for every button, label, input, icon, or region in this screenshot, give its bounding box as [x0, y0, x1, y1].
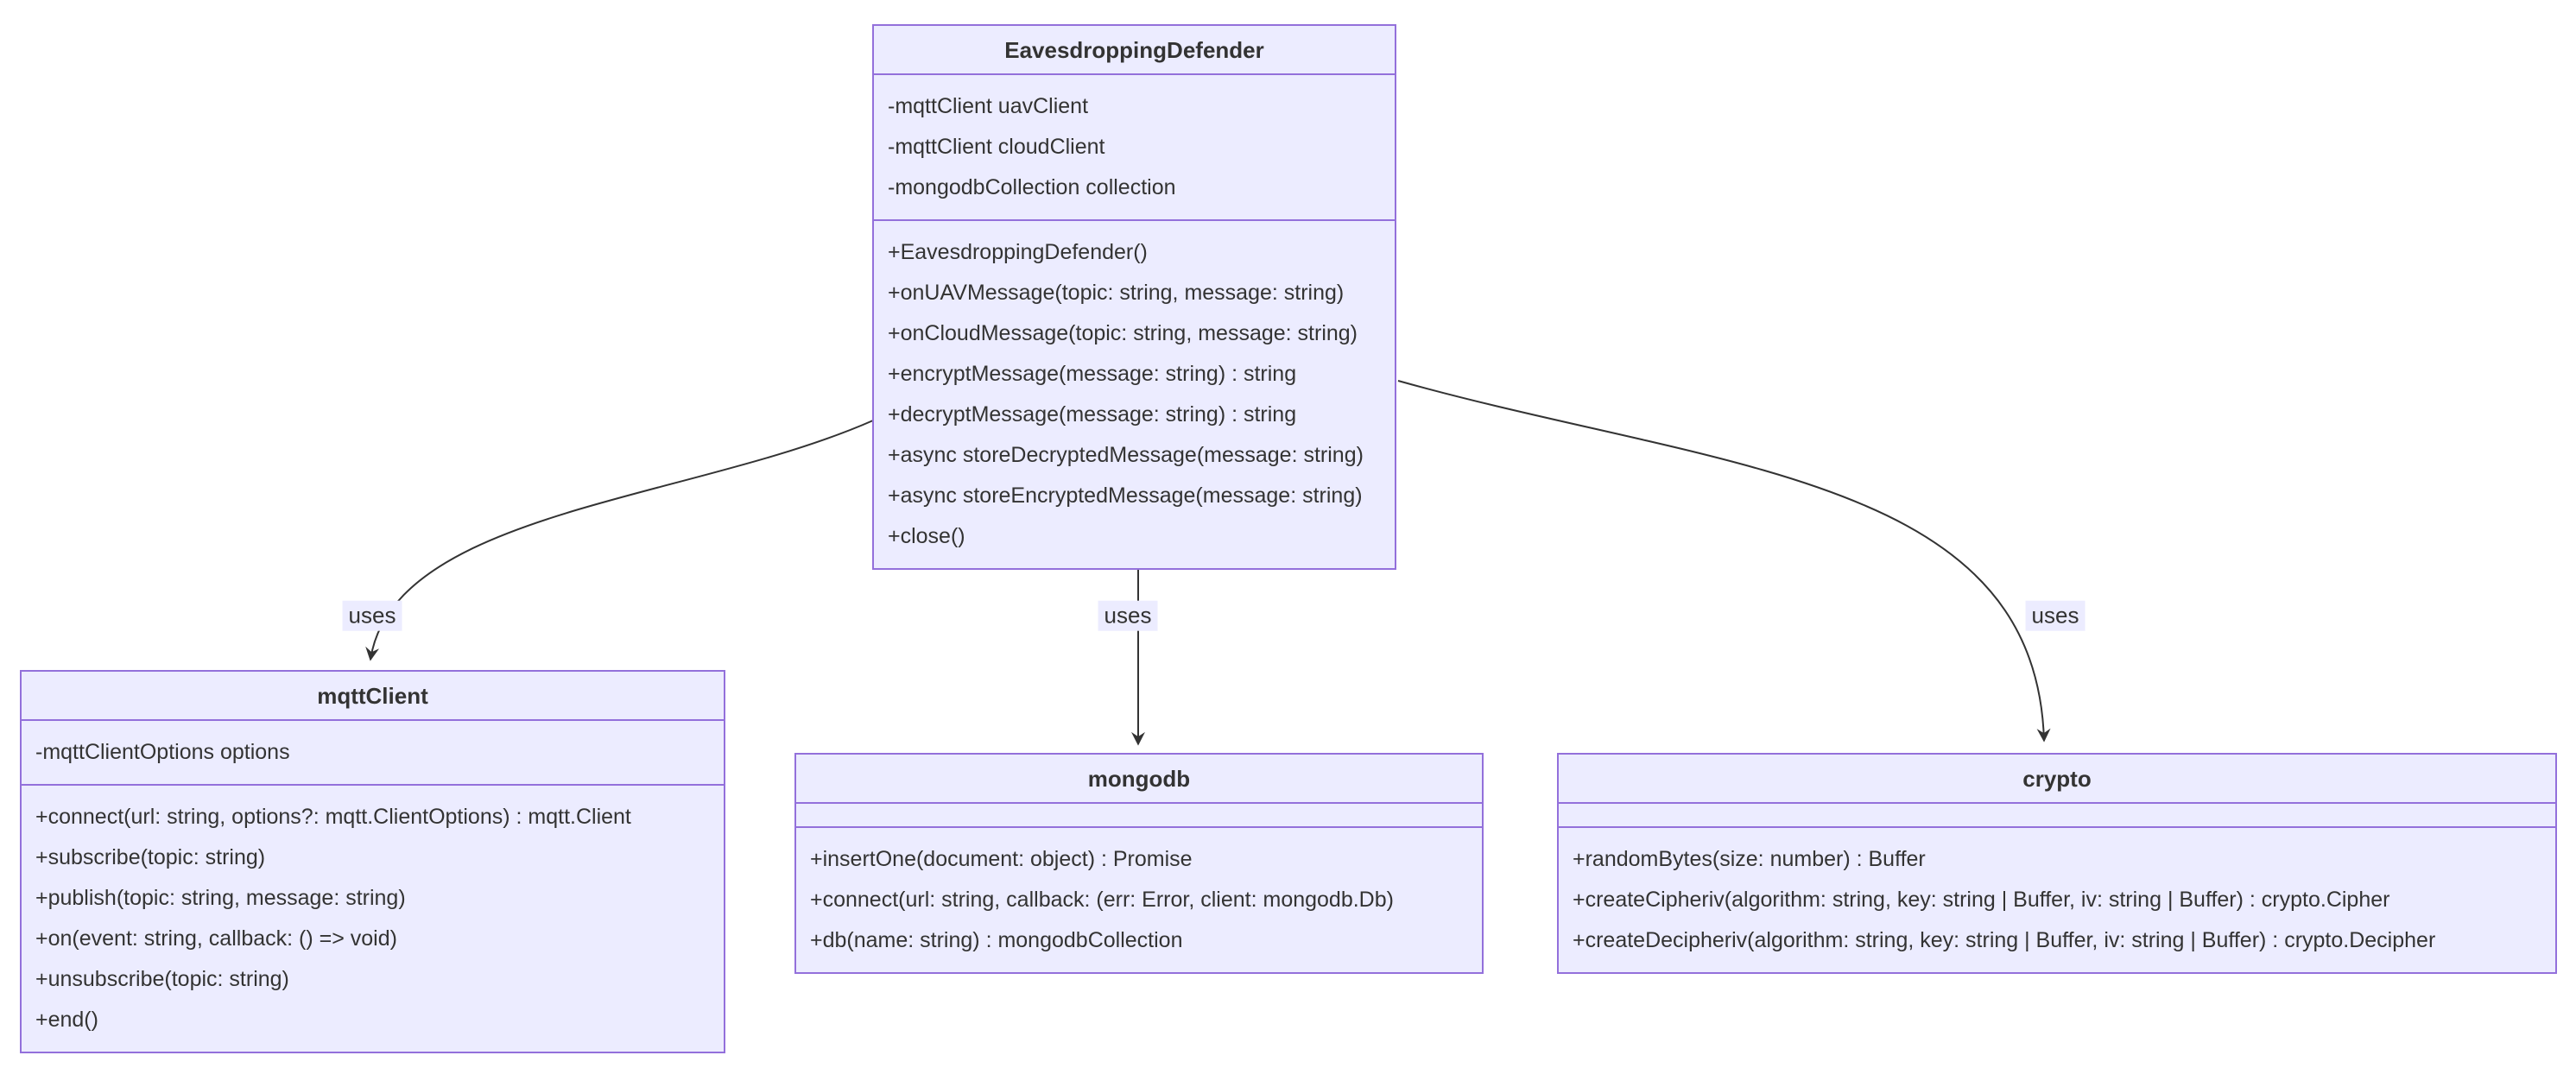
attribute-row: -mongodbCollection collection [888, 175, 1176, 199]
method-row: +EavesdroppingDefender() [888, 240, 1148, 264]
class-title: mongodb [796, 755, 1482, 804]
method-row: +createCipheriv(algorithm: string, key: … [1573, 888, 2390, 912]
uses-arrow-to-crypto [1397, 380, 2051, 743]
method-row: +connect(url: string, options?: mqtt.Cli… [35, 805, 631, 829]
attributes-section [1559, 804, 2555, 828]
method-row: +insertOne(document: object) : Promise [810, 847, 1193, 871]
uses-label-crypto: uses [2025, 600, 2085, 631]
method-row: +onCloudMessage(topic: string, message: … [888, 321, 1358, 345]
methods-section: +randomBytes(size: number) : Buffer +crea… [1559, 828, 2555, 972]
class-crypto: crypto +randomBytes(size: number) : Buff… [1557, 753, 2557, 974]
class-title: EavesdroppingDefender [874, 26, 1395, 75]
method-row: +subscribe(topic: string) [35, 845, 266, 869]
method-row: +async storeEncryptedMessage(message: st… [888, 483, 1363, 508]
method-row: +end() [35, 1008, 98, 1032]
attributes-section: -mqttClient uavClient -mqttClient cloudCl… [874, 75, 1395, 221]
methods-section: +EavesdroppingDefender() +onUAVMessage(to… [874, 221, 1395, 568]
class-title: mqttClient [22, 672, 724, 721]
attributes-section [796, 804, 1482, 828]
attribute-row: -mqttClient uavClient [888, 94, 1089, 118]
method-row: +on(event: string, callback: () => void) [35, 926, 397, 951]
method-row: +unsubscribe(topic: string) [35, 967, 289, 991]
method-row: +onUAVMessage(topic: string, message: st… [888, 281, 1345, 305]
attribute-row: -mqttClient cloudClient [888, 135, 1105, 159]
methods-section: +insertOne(document: object) : Promise +c… [796, 828, 1482, 972]
uses-arrow-to-mqttclient [365, 420, 874, 661]
attributes-section: -mqttClientOptions options [22, 721, 724, 786]
method-row: +publish(topic: string, message: string) [35, 886, 406, 910]
method-row: +db(name: string) : mongodbCollection [810, 928, 1183, 952]
method-row: +encryptMessage(message: string) : strin… [888, 362, 1297, 386]
method-row: +createDecipheriv(algorithm: string, key… [1573, 928, 2436, 952]
class-title: crypto [1559, 755, 2555, 804]
attribute-row: -mqttClientOptions options [35, 740, 290, 764]
methods-section: +connect(url: string, options?: mqtt.Cli… [22, 786, 724, 1052]
class-mongodb: mongodb +insertOne(document: object) : P… [794, 753, 1484, 974]
class-mqttclient: mqttClient -mqttClientOptions options +c… [20, 670, 725, 1053]
uses-label-mongodb: uses [1098, 600, 1158, 631]
method-row: +randomBytes(size: number) : Buffer [1573, 847, 1926, 871]
uses-label-mqttclient: uses [342, 600, 402, 631]
method-row: +decryptMessage(message: string) : strin… [888, 402, 1297, 427]
class-eavesdroppingdefender: EavesdroppingDefender -mqttClient uavCli… [872, 24, 1396, 570]
method-row: +connect(url: string, callback: (err: Er… [810, 888, 1394, 912]
method-row: +async storeDecryptedMessage(message: st… [888, 443, 1364, 467]
method-row: +close() [888, 524, 965, 548]
